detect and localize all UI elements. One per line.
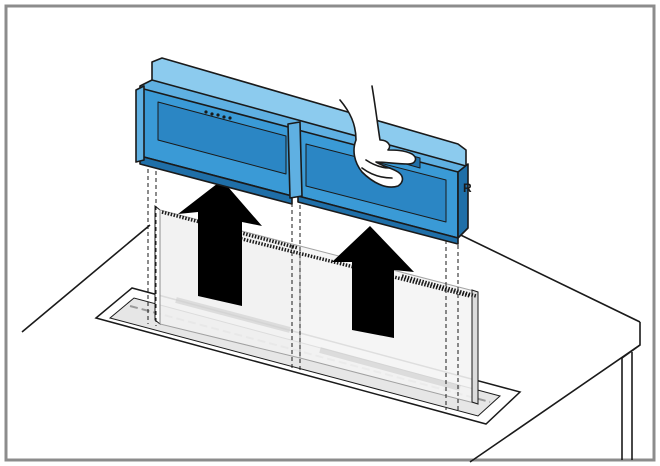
hand-icon — [339, 85, 417, 188]
filter-coupling — [287, 121, 303, 199]
countertop-back-edge — [439, 224, 641, 323]
up-arrow-icon — [332, 226, 414, 338]
indicator-dot — [228, 116, 232, 120]
up-arrow-icon — [178, 180, 262, 306]
glass-panel-right-edge — [471, 289, 479, 405]
glass-reflection-right — [319, 347, 461, 391]
diagram-border — [4, 4, 656, 462]
alignment-guides — [147, 162, 459, 412]
hand-finger-line — [365, 159, 391, 169]
countertop — [21, 224, 641, 463]
filter-left-cap — [135, 85, 145, 163]
lift-arrows — [178, 180, 414, 338]
glass-reflection-left — [175, 297, 291, 333]
filter-left-panel — [157, 101, 287, 175]
hand-outline — [339, 85, 417, 188]
side-label: R — [463, 181, 472, 195]
countertop-thickness — [621, 344, 641, 359]
hand-finger-line — [361, 167, 393, 179]
indicator-dot — [216, 113, 220, 117]
countertop-left-edge — [21, 224, 151, 333]
glass-top-edge-right — [401, 274, 477, 298]
filter-right-lip — [297, 195, 459, 245]
indicator-dot — [204, 110, 208, 114]
indicator-dot — [222, 115, 226, 119]
filter-end-cap — [457, 163, 469, 239]
glass-top-edge-middle — [237, 236, 471, 298]
indicator-dot — [210, 112, 214, 116]
